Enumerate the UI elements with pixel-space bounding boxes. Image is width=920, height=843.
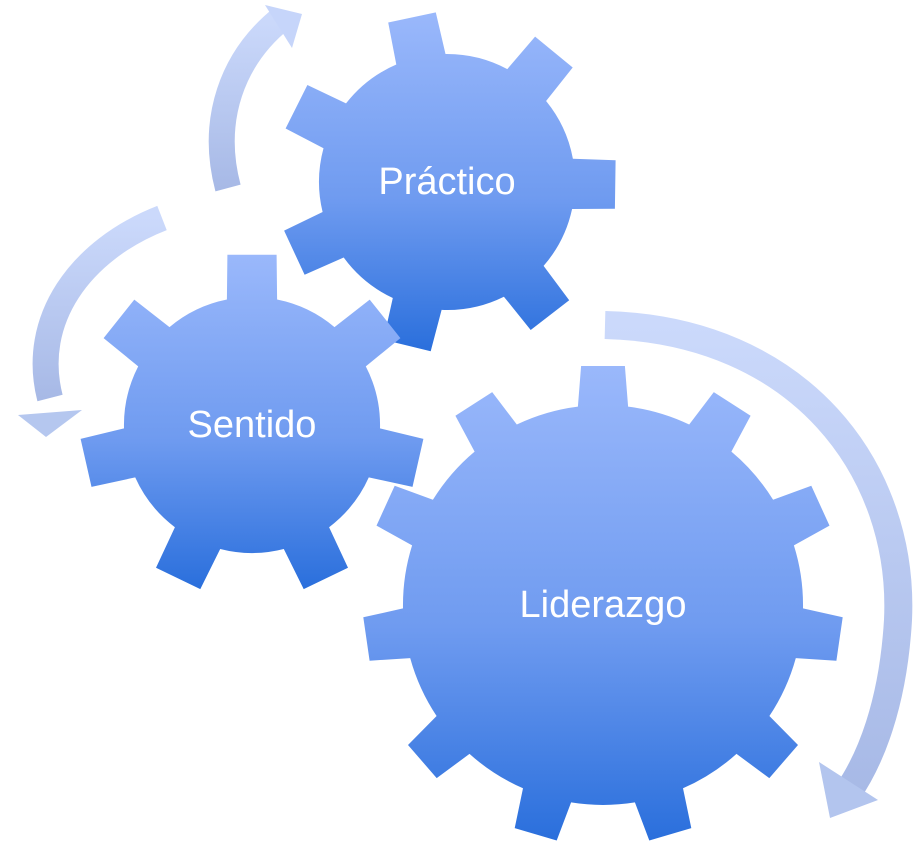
arrow-left-cycle (18, 205, 167, 437)
arrow-right-cycle (604, 311, 913, 818)
arrow-left-shaft (32, 205, 167, 402)
gear-practico: Práctico (284, 12, 616, 352)
gear-shape-sentido (80, 254, 424, 590)
gear-label-sentido: Sentido (188, 404, 317, 446)
arrow-right-head (819, 762, 878, 818)
arrow-right-shaft (604, 311, 913, 800)
arrow-left-head (18, 410, 82, 437)
gear-label-liderazgo: Liderazgo (520, 584, 687, 626)
gear-liderazgo: Liderazgo (363, 366, 843, 841)
gear-label-practico: Práctico (378, 161, 515, 203)
gear-shape-practico (284, 12, 616, 352)
gear-sentido: Sentido (80, 254, 424, 590)
gear-shape-liderazgo (363, 366, 843, 841)
arrow-top-shaft (208, 7, 291, 192)
arrow-top-cycle (208, 5, 302, 192)
arrow-top-head (265, 5, 302, 48)
